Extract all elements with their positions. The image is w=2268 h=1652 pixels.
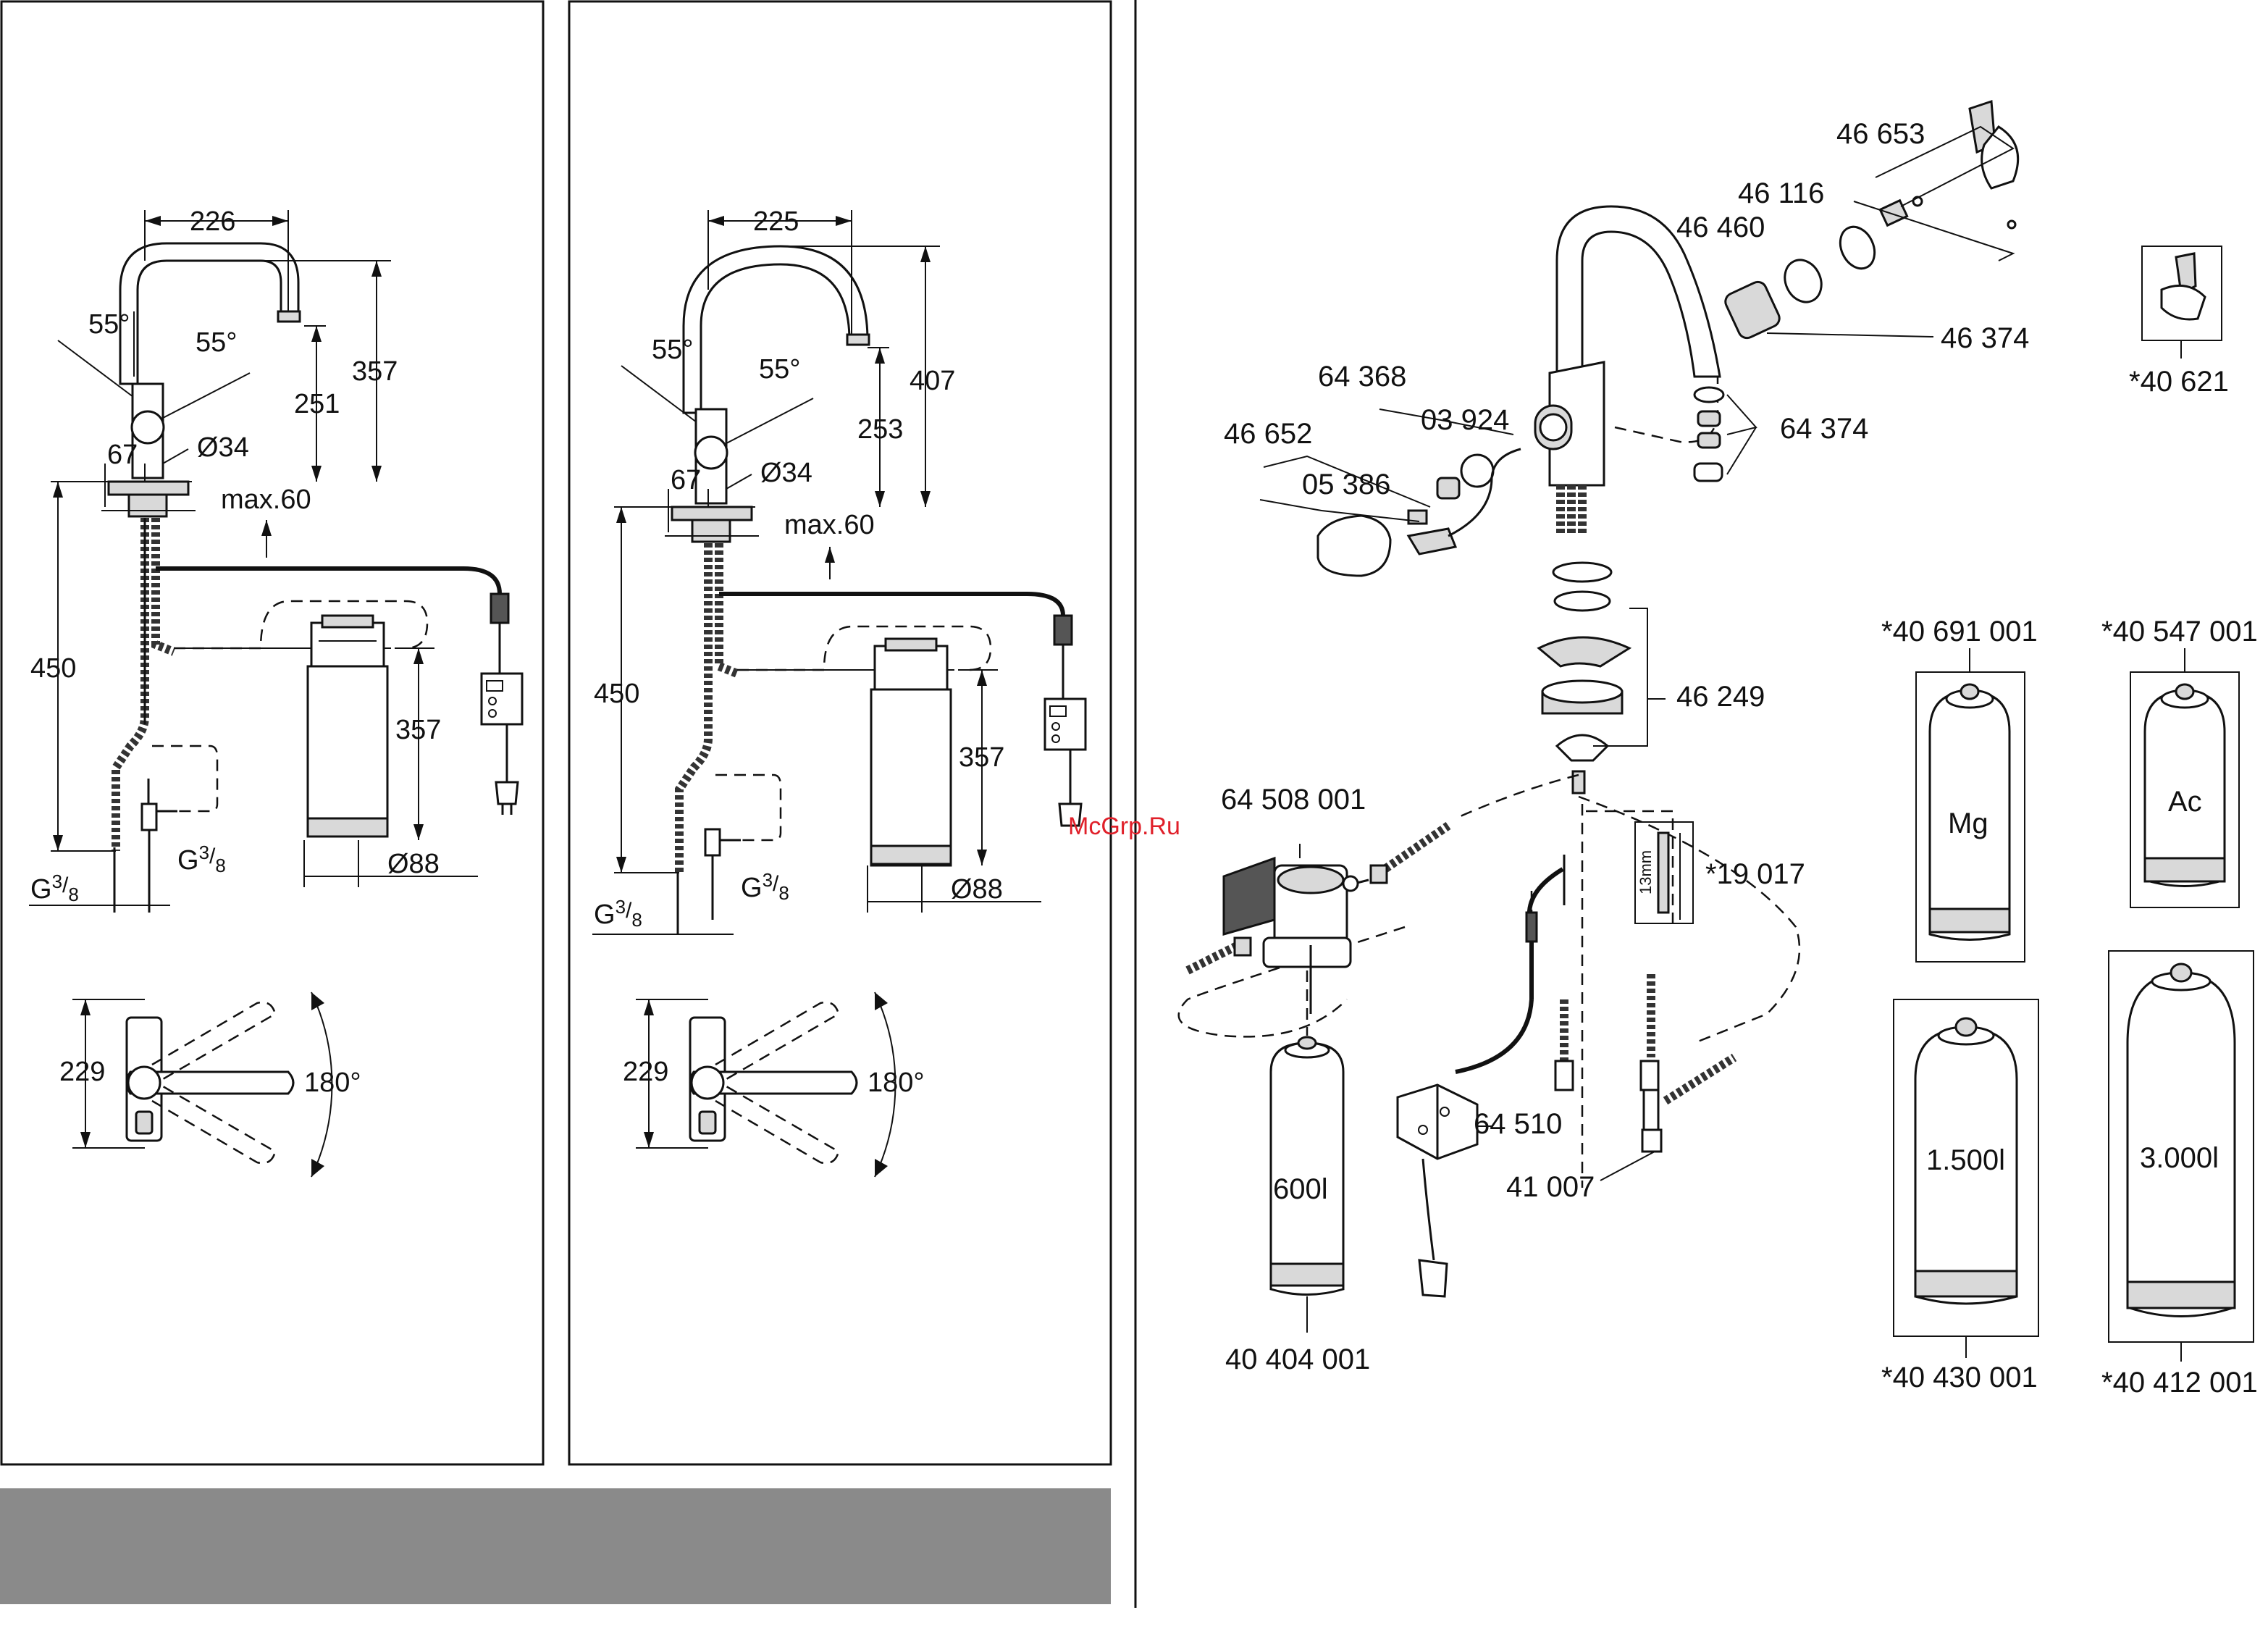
thread-a-g: G	[594, 900, 616, 930]
label-03924: 03 924	[1421, 404, 1509, 436]
dim-width-base: 67	[107, 440, 138, 470]
thread-b: G3/8	[177, 842, 226, 876]
exploded-faucet: 13mm	[1177, 99, 2020, 1333]
watermark: McGrp.Ru	[1068, 813, 1180, 840]
thread-a: G3/8	[594, 896, 642, 931]
label-64374: 64 374	[1780, 413, 1868, 445]
label-cart-mg: Mg	[1948, 808, 1988, 839]
dim-max: max.60	[784, 510, 875, 540]
label-64510: 64 510	[1474, 1108, 1562, 1140]
thread-b-num: 3	[199, 842, 209, 863]
label-cart-1500: 1.500l	[1926, 1144, 2005, 1176]
thread-b: G3/8	[741, 869, 789, 904]
dim-angle-left: 55°	[88, 309, 130, 340]
dim-height-spout: 253	[857, 414, 903, 445]
label-64368: 64 368	[1318, 361, 1406, 393]
dim-max: max.60	[221, 485, 311, 515]
panel-1-faucet-dimension-drawing: 226 357 251 55° 55° 67 Ø34	[29, 206, 524, 1178]
thread-a-num: 3	[52, 871, 62, 892]
dim-width-top: 225	[753, 206, 799, 237]
thread-a-den: 8	[631, 909, 642, 931]
label-46653: 46 653	[1836, 118, 1925, 150]
dim-height-spout: 251	[294, 389, 340, 419]
panel-2-faucet-dimension-drawing: 225 407 253 55° 55° 67 Ø34 max.60	[592, 206, 1087, 1178]
gray-footer-bar	[0, 1488, 1111, 1604]
thread-b-den: 8	[215, 855, 225, 876]
part-labels: 46 653 46 116 46 460 46 374 *40 621 64 3…	[1068, 118, 2258, 1399]
thread-a-num: 3	[616, 896, 626, 918]
label-41007: 41 007	[1506, 1171, 1595, 1203]
label-40621: *40 621	[2129, 366, 2229, 398]
label-13mm: 13mm	[1637, 850, 1655, 894]
dim-height-hose: 450	[594, 679, 639, 709]
thread-b-num: 3	[763, 869, 773, 891]
dim-angle-left: 55°	[652, 335, 693, 365]
thread-a-g: G	[30, 874, 52, 905]
label-46249: 46 249	[1676, 681, 1765, 713]
dim-width-top: 226	[190, 206, 235, 237]
dim-height-filter: 357	[959, 742, 1004, 773]
label-cart-600: 600l	[1273, 1173, 1328, 1205]
label-cart-3000: 3.000l	[2140, 1142, 2219, 1174]
dim-angle-right: 55°	[196, 327, 237, 358]
dim-top-view-depth: 229	[623, 1057, 668, 1087]
dim-diameter: Ø34	[760, 458, 812, 488]
label-40430001: *40 430 001	[1881, 1362, 2038, 1393]
dim-angle-right: 55°	[759, 354, 800, 385]
dim-filter-diameter: Ø88	[951, 874, 1003, 905]
dim-top-view-depth: 229	[59, 1057, 105, 1087]
label-46460: 46 460	[1676, 211, 1765, 243]
label-40691001: *40 691 001	[1881, 616, 2038, 647]
label-40547001: *40 547 001	[2101, 616, 2258, 647]
label-cart-ac: Ac	[2168, 786, 2202, 818]
thread-b-g: G	[741, 873, 763, 903]
thread-a-den: 8	[68, 884, 78, 905]
label-19017: *19 017	[1705, 858, 1805, 890]
dim-width-base: 67	[671, 465, 701, 495]
label-46116: 46 116	[1738, 177, 1824, 209]
label-64508001: 64 508 001	[1221, 784, 1366, 815]
label-46374: 46 374	[1941, 322, 2029, 354]
dim-filter-diameter: Ø88	[387, 849, 440, 879]
label-40404001: 40 404 001	[1225, 1343, 1370, 1375]
dim-top-view-angle: 180°	[304, 1068, 361, 1098]
thread-b-g: G	[177, 845, 199, 876]
dim-diameter: Ø34	[197, 432, 249, 463]
panel-frame-middle	[568, 0, 1112, 1466]
dim-top-view-angle: 180°	[868, 1068, 925, 1098]
label-46652: 46 652	[1224, 418, 1312, 450]
label-05386: 05 386	[1302, 469, 1390, 500]
dim-height-total: 407	[910, 366, 955, 396]
label-40412001: *40 412 001	[2101, 1367, 2258, 1399]
thread-b-den: 8	[778, 882, 789, 904]
cartridge-variants	[1893, 246, 2254, 1362]
dim-height-filter: 357	[395, 715, 441, 745]
dim-height-hose: 450	[30, 653, 76, 684]
panel-frame-left	[0, 0, 545, 1466]
thread-a: G3/8	[30, 871, 79, 905]
dim-height-total: 357	[352, 356, 398, 387]
